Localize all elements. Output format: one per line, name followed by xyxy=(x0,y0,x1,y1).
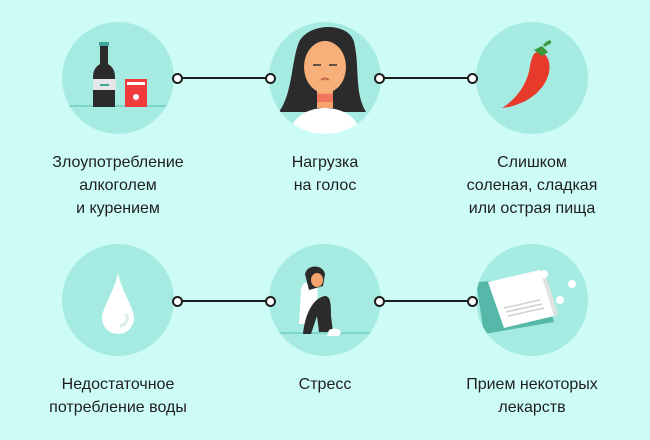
bottle-and-cigarettes-icon xyxy=(62,42,174,107)
label-line: лекарств xyxy=(498,399,566,416)
label-line: Слишком xyxy=(497,154,567,171)
label-line: алкоголем xyxy=(79,177,157,194)
label-line: на голос xyxy=(293,177,357,194)
spicy-food-circle xyxy=(476,22,588,134)
label-line: Нагрузка xyxy=(291,154,359,171)
label-medicine: Прием некоторых лекарств xyxy=(432,373,632,419)
label-line: Прием некоторых xyxy=(466,376,598,393)
label-line: соленая, сладкая xyxy=(466,177,598,194)
label-stress: Стресс xyxy=(225,373,425,396)
connector-dot xyxy=(265,296,276,307)
connector-dot xyxy=(374,73,385,84)
chili-pepper-icon xyxy=(502,40,552,108)
connector-dot xyxy=(172,73,183,84)
label-voice-strain: Нагрузка на голос xyxy=(225,151,425,197)
connector-line xyxy=(380,77,474,79)
connector-dot xyxy=(172,296,183,307)
label-spicy-food: Слишком соленая, сладкая или острая пища xyxy=(432,151,632,220)
water-circle xyxy=(62,244,174,356)
label-line: или острая пища xyxy=(468,200,596,217)
label-line: и курением xyxy=(76,200,160,217)
woman-sore-throat-icon xyxy=(279,27,366,134)
medicine-circle xyxy=(476,244,588,356)
water-drop-icon xyxy=(102,272,134,334)
label-line: Злоупотребление xyxy=(52,154,184,171)
label-water: Недостаточное потребление воды xyxy=(18,373,218,419)
alcohol-smoking-circle xyxy=(62,22,174,134)
stressed-person-icon xyxy=(269,266,381,336)
voice-strain-circle xyxy=(269,22,381,134)
medicine-pills-icon xyxy=(476,270,576,334)
label-alcohol-smoking: Злоупотребление алкоголем и курением xyxy=(18,151,218,220)
connector-dot xyxy=(467,73,478,84)
stress-circle xyxy=(269,244,381,356)
connector-line xyxy=(178,300,272,302)
label-line: Недостаточное xyxy=(61,376,175,393)
connector-line xyxy=(178,77,272,79)
connector-dot xyxy=(374,296,385,307)
connector-line xyxy=(380,300,474,302)
label-line: Стресс xyxy=(298,376,352,393)
label-line: потребление воды xyxy=(49,399,187,416)
connector-dot xyxy=(265,73,276,84)
connector-dot xyxy=(467,296,478,307)
